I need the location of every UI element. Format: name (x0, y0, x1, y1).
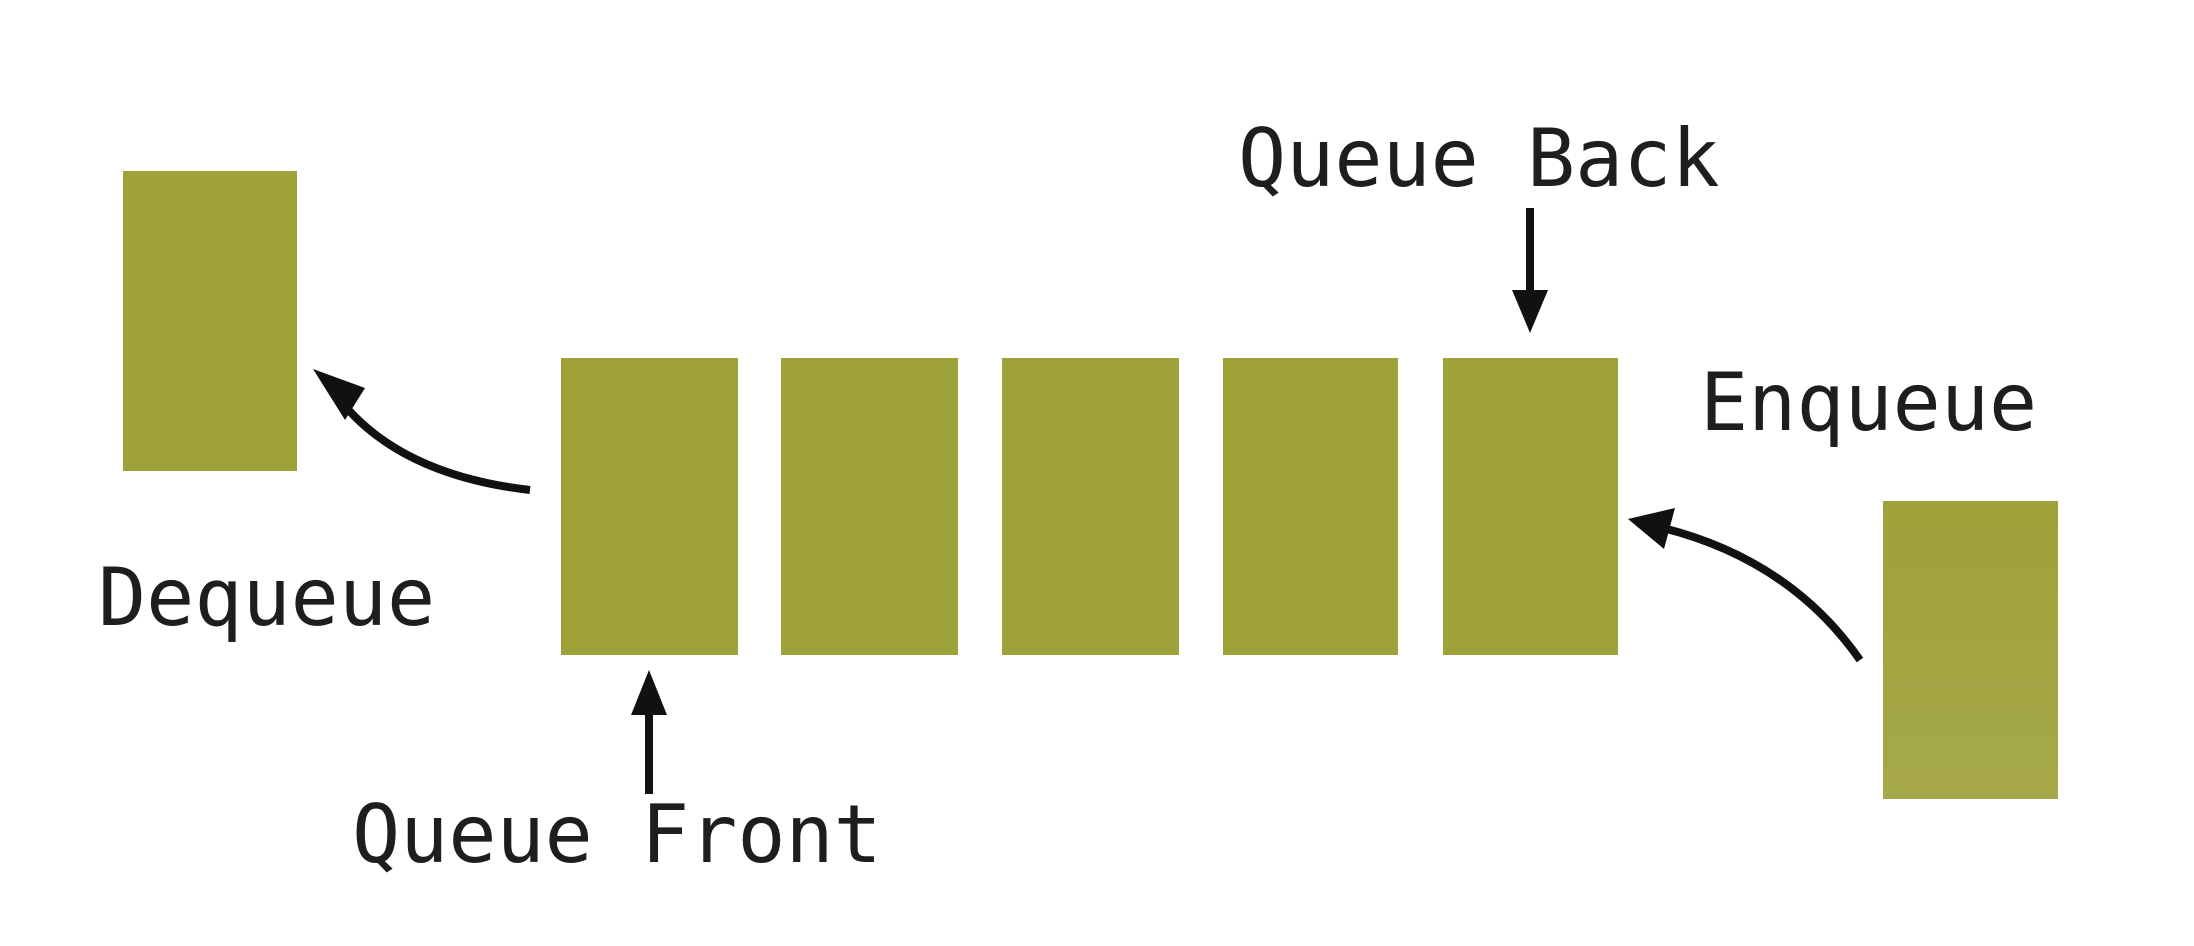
dequeue-label: Dequeue (98, 551, 435, 644)
queue-element-1 (561, 358, 738, 655)
queue-element-2 (781, 358, 958, 655)
incoming-element (1883, 501, 2058, 799)
queue-front-label: Queue Front (352, 788, 882, 881)
dequeue-arrow (313, 369, 531, 494)
queue-element-3 (1002, 358, 1179, 655)
enqueue-arrow (1628, 508, 1864, 663)
queue-back-arrow (1512, 208, 1548, 333)
enqueue-label: Enqueue (1700, 356, 2037, 449)
queue-element-4 (1223, 358, 1398, 655)
queue-elements (561, 358, 1618, 655)
queue-front-arrow (631, 670, 667, 794)
dequeued-element (123, 171, 297, 471)
queue-back-label: Queue Back (1238, 112, 1720, 205)
queue-element-5 (1443, 358, 1618, 655)
